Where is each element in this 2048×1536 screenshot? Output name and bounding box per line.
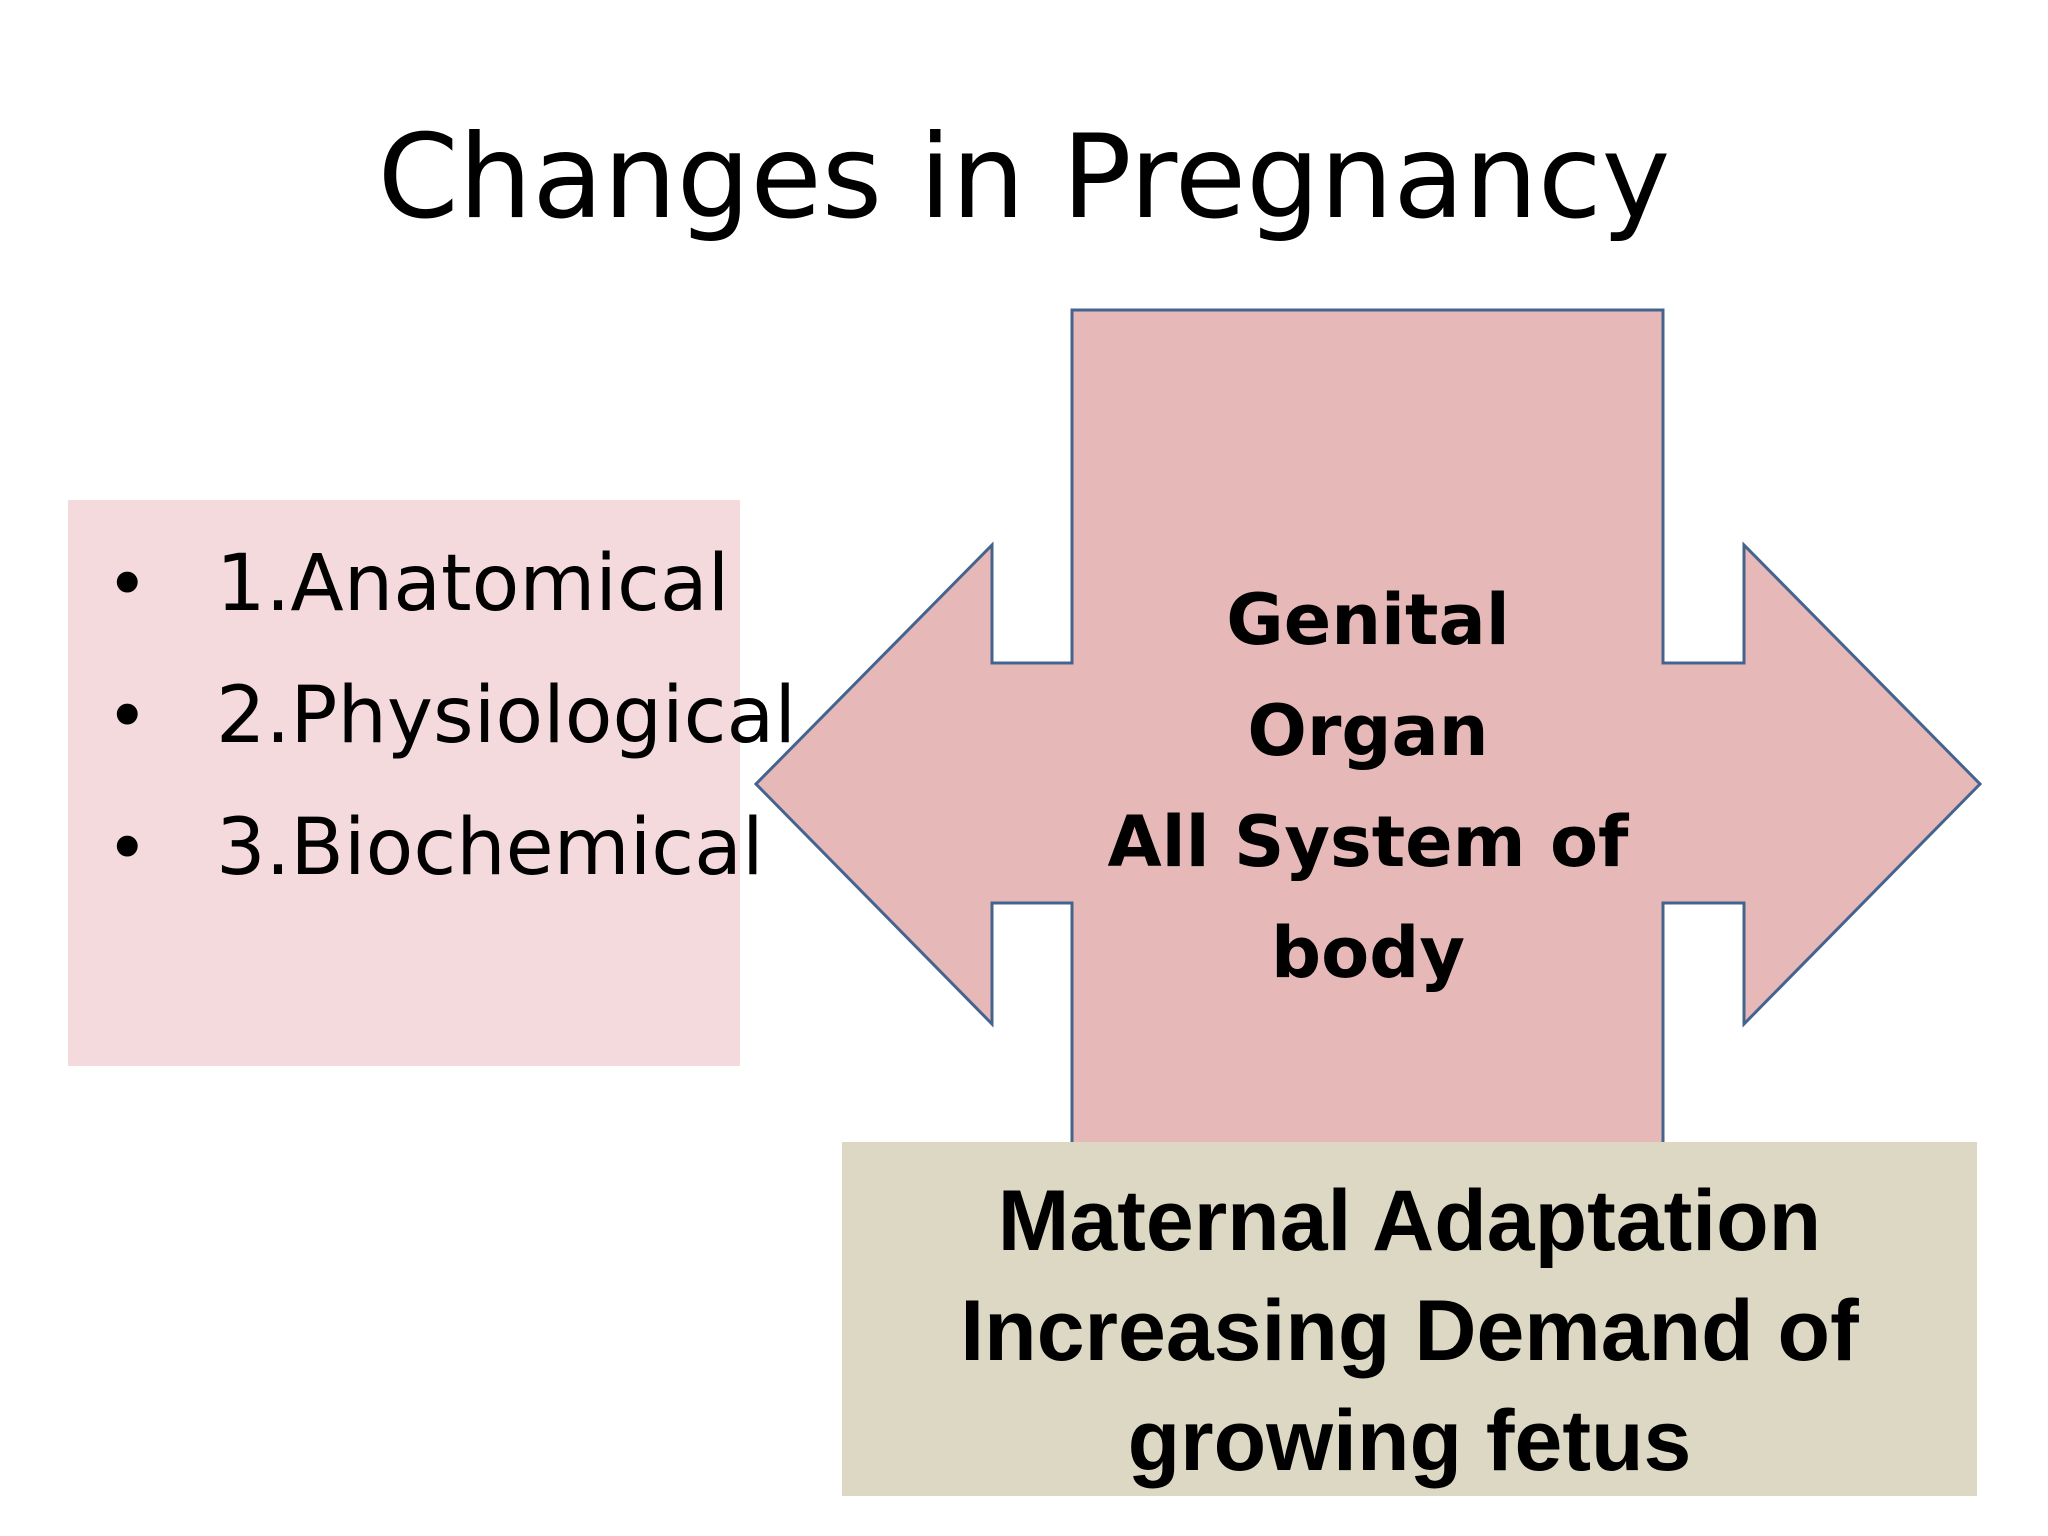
bullet-icon: •	[106, 542, 149, 626]
bottom-text-line: Maternal Adaptation	[997, 1173, 1822, 1269]
bullet-icon: •	[106, 674, 149, 758]
bullet-icon: •	[106, 806, 149, 890]
bottom-text-line: Increasing Demand of	[960, 1283, 1859, 1379]
maternal-adaptation-box: Maternal Adaptation Increasing Demand of…	[842, 1142, 1977, 1496]
changes-list-box: • 1.Anatomical • 2.Physiological • 3.Bioche…	[68, 500, 796, 1066]
list-item: • 2.Physiological	[88, 650, 796, 782]
slide-title: Changes in Pregnancy	[377, 110, 1671, 245]
list-item: • 3.Biochemical	[88, 782, 764, 914]
bottom-text-line: growing fetus	[1127, 1393, 1692, 1489]
arrow-text-line: body	[1271, 912, 1465, 994]
arrow-text-line: Genital	[1226, 579, 1510, 661]
list-item-label: 1.Anatomical	[216, 539, 730, 629]
list-item: • 1.Anatomical	[88, 518, 740, 650]
changes-list: • 1.Anatomical • 2.Physiological • 3.Bioche…	[88, 518, 796, 914]
arrow-text-line: Organ	[1247, 690, 1489, 772]
arrow-center-text: Genital Organ All System of body	[1072, 565, 1664, 1009]
list-item-label: 2.Physiological	[216, 671, 797, 761]
arrow-text-line: All System of	[1107, 801, 1629, 883]
list-item-label: 3.Biochemical	[216, 803, 764, 893]
